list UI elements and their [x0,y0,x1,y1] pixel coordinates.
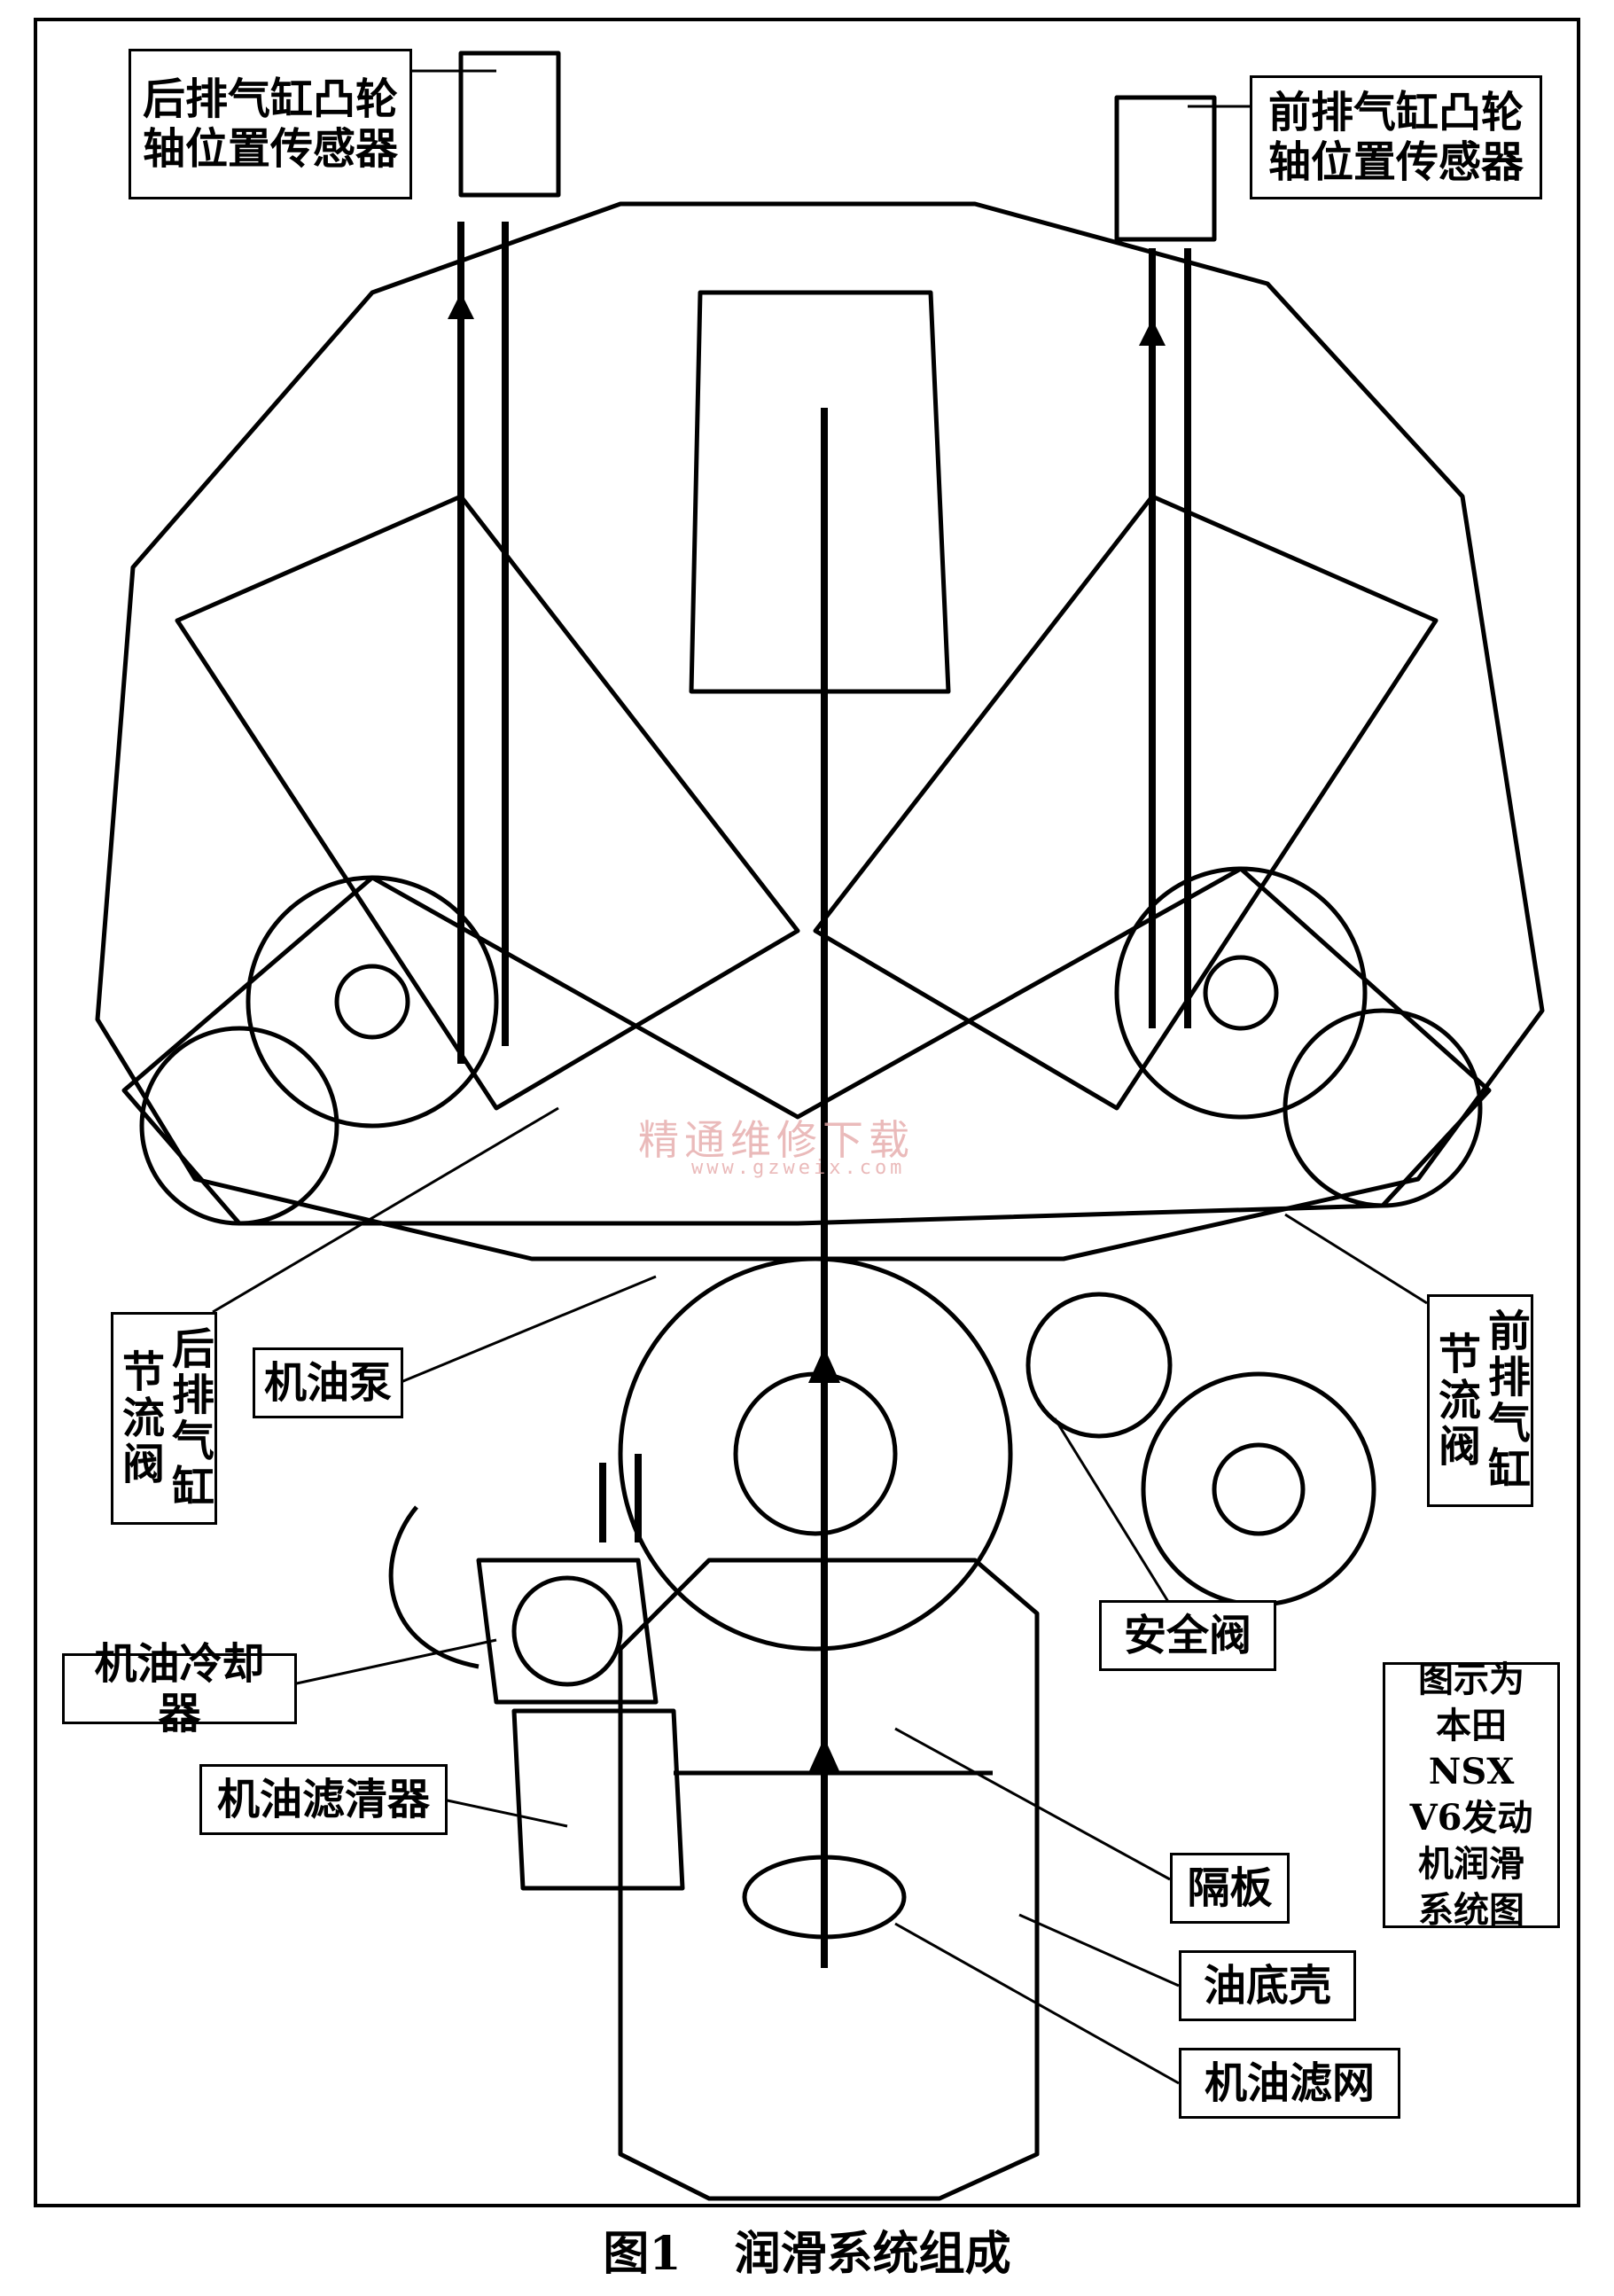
front-cam-sensor-body [1114,95,1217,242]
oil-cooler-body [476,1558,659,1705]
figure-frame [34,18,1580,2207]
engine-block-outline [95,201,1545,1261]
label-oil-pan: 油底壳 [1179,1950,1356,2021]
left-idler-pulley [139,1026,339,1226]
label-oil-strainer: 机油滤网 [1179,2048,1400,2119]
oil-flow-arrowhead-center [808,1347,840,1383]
oil-pan [618,1558,1040,2201]
label-note: 图示为 本田NSX V6发动 机润滑 系统图 [1383,1659,1560,1931]
figure-caption: 图1 润滑系统组成 [0,2216,1614,2283]
crank-pulley-inner [733,1371,898,1536]
leader-oil-cooler [292,1638,497,1686]
watermark-text: 精通维修下载 [638,1116,915,1164]
label-baffle: 隔板 [1170,1853,1290,1924]
left-cylinder-bank [175,494,800,1111]
oil-cooler-hose [388,1505,480,1669]
label-rear-cam-sensor: 后排气缸凸轮 轴位置传感器 [129,49,412,199]
caption-number: 图1 [603,2227,682,2281]
leader-safety-valve [1053,1417,1172,1605]
label-front-throttle: 前排气缸节流阀 [1427,1294,1533,1507]
label-oil-cooler: 机油冷却器 [62,1639,297,1738]
timing-belt [121,866,1492,1226]
caption-title: 润滑系统组成 [734,2227,1011,2281]
crank-pulley [618,1256,1013,1652]
accessory-pulley-2-inner [1212,1442,1306,1536]
oil-filter-body [511,1708,685,1891]
leader-front-throttle [1284,1213,1428,1305]
label-rear-throttle: 后排气缸节流阀 [111,1312,217,1525]
left-cam-pulley-hub [334,964,410,1040]
right-cam-pulley-hub [1203,955,1279,1031]
leader-oil-filter [442,1798,568,1828]
oil-flow-arrowhead-strainer [808,1738,840,1773]
right-idler-pulley [1283,1008,1483,1208]
rear-cam-sensor-body [458,51,561,198]
accessory-pulley-1 [1025,1292,1173,1439]
label-safety-valve: 安全阀 [1099,1600,1276,1671]
label-front-cam-sensor: 前排气缸凸轮 轴位置传感器 [1250,75,1542,199]
intake-plenum [689,290,951,694]
leader-rear-throttle [212,1106,559,1314]
oil-cooler-cap [511,1575,623,1687]
leader-oil-strainer [894,1922,1180,2085]
label-oil-filter: 机油滤清器 [199,1764,448,1835]
right-cylinder-bank [813,494,1439,1111]
leader-oil-pan [1018,1913,1180,1988]
leader-baffle [894,1727,1171,1881]
leader-oil-pump [398,1275,657,1385]
watermark-url: www.gzweix.com [691,1157,906,1179]
oil-flow-arrowhead-right [1139,319,1166,346]
accessory-pulley-2 [1141,1371,1376,1607]
label-oil-pump: 机油泵 [253,1347,403,1418]
oil-flow-arrowhead-left [448,293,474,319]
